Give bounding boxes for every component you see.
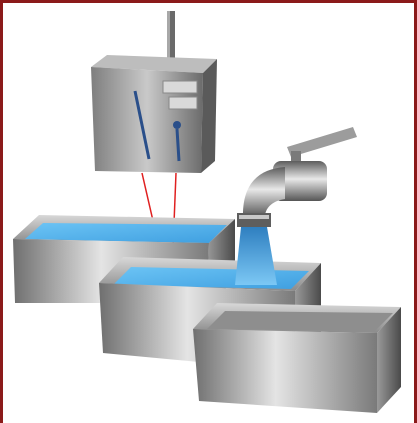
tank-filling-illustration bbox=[13, 11, 401, 413]
level-sensor bbox=[91, 11, 217, 173]
antenna-icon bbox=[167, 11, 175, 61]
water-stream bbox=[235, 227, 277, 285]
tank-right bbox=[193, 303, 401, 413]
faucet bbox=[237, 127, 357, 227]
indicator-led-icon bbox=[173, 121, 181, 129]
faucet-handle-icon bbox=[287, 127, 357, 157]
